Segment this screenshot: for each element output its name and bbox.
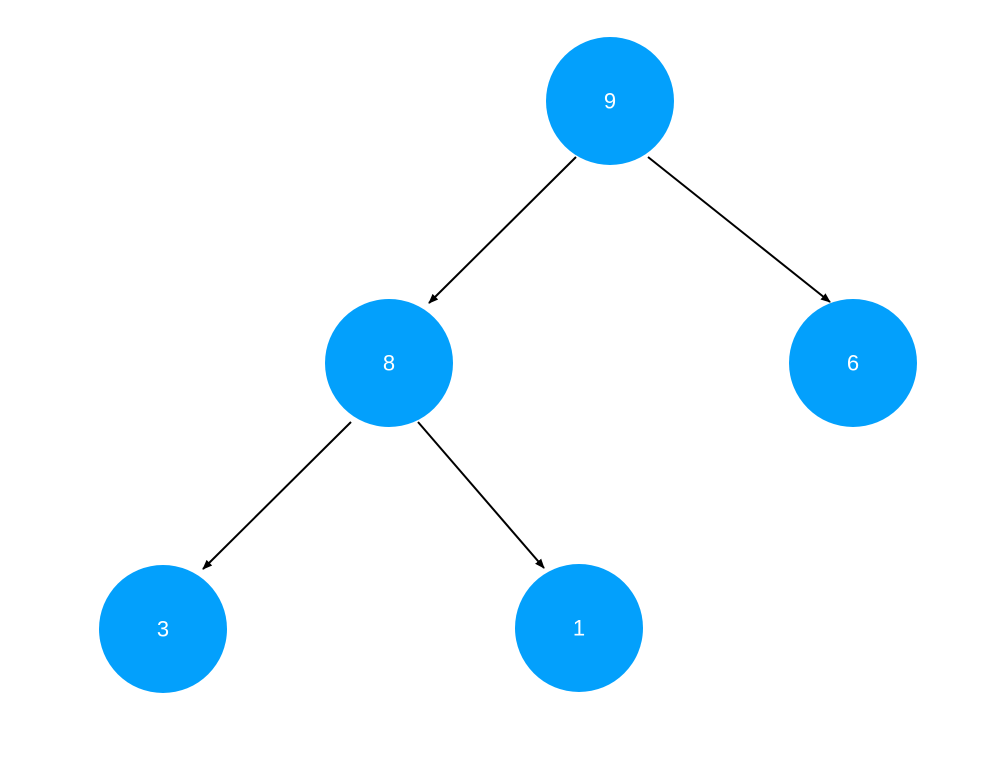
tree-node-1: 1 xyxy=(515,564,643,692)
tree-node-6: 6 xyxy=(789,299,917,427)
edge-8-to-3 xyxy=(202,421,352,570)
nodes: 9 8 6 3 1 xyxy=(99,37,917,693)
edges xyxy=(202,156,831,570)
edge-9-to-6 xyxy=(647,156,831,303)
tree-node-8: 8 xyxy=(325,299,453,427)
tree-node-3: 3 xyxy=(99,565,227,693)
node-circle xyxy=(325,299,453,427)
node-label: 8 xyxy=(383,351,395,376)
node-circle xyxy=(515,564,643,692)
tree-node-9: 9 xyxy=(546,37,674,165)
node-circle xyxy=(546,37,674,165)
node-label: 3 xyxy=(157,617,169,642)
node-circle xyxy=(789,299,917,427)
edge-9-to-8 xyxy=(428,156,577,304)
node-circle xyxy=(99,565,227,693)
node-label: 9 xyxy=(604,89,616,114)
node-label: 1 xyxy=(573,616,585,641)
edge-8-to-1 xyxy=(417,421,545,569)
node-label: 6 xyxy=(847,351,859,376)
